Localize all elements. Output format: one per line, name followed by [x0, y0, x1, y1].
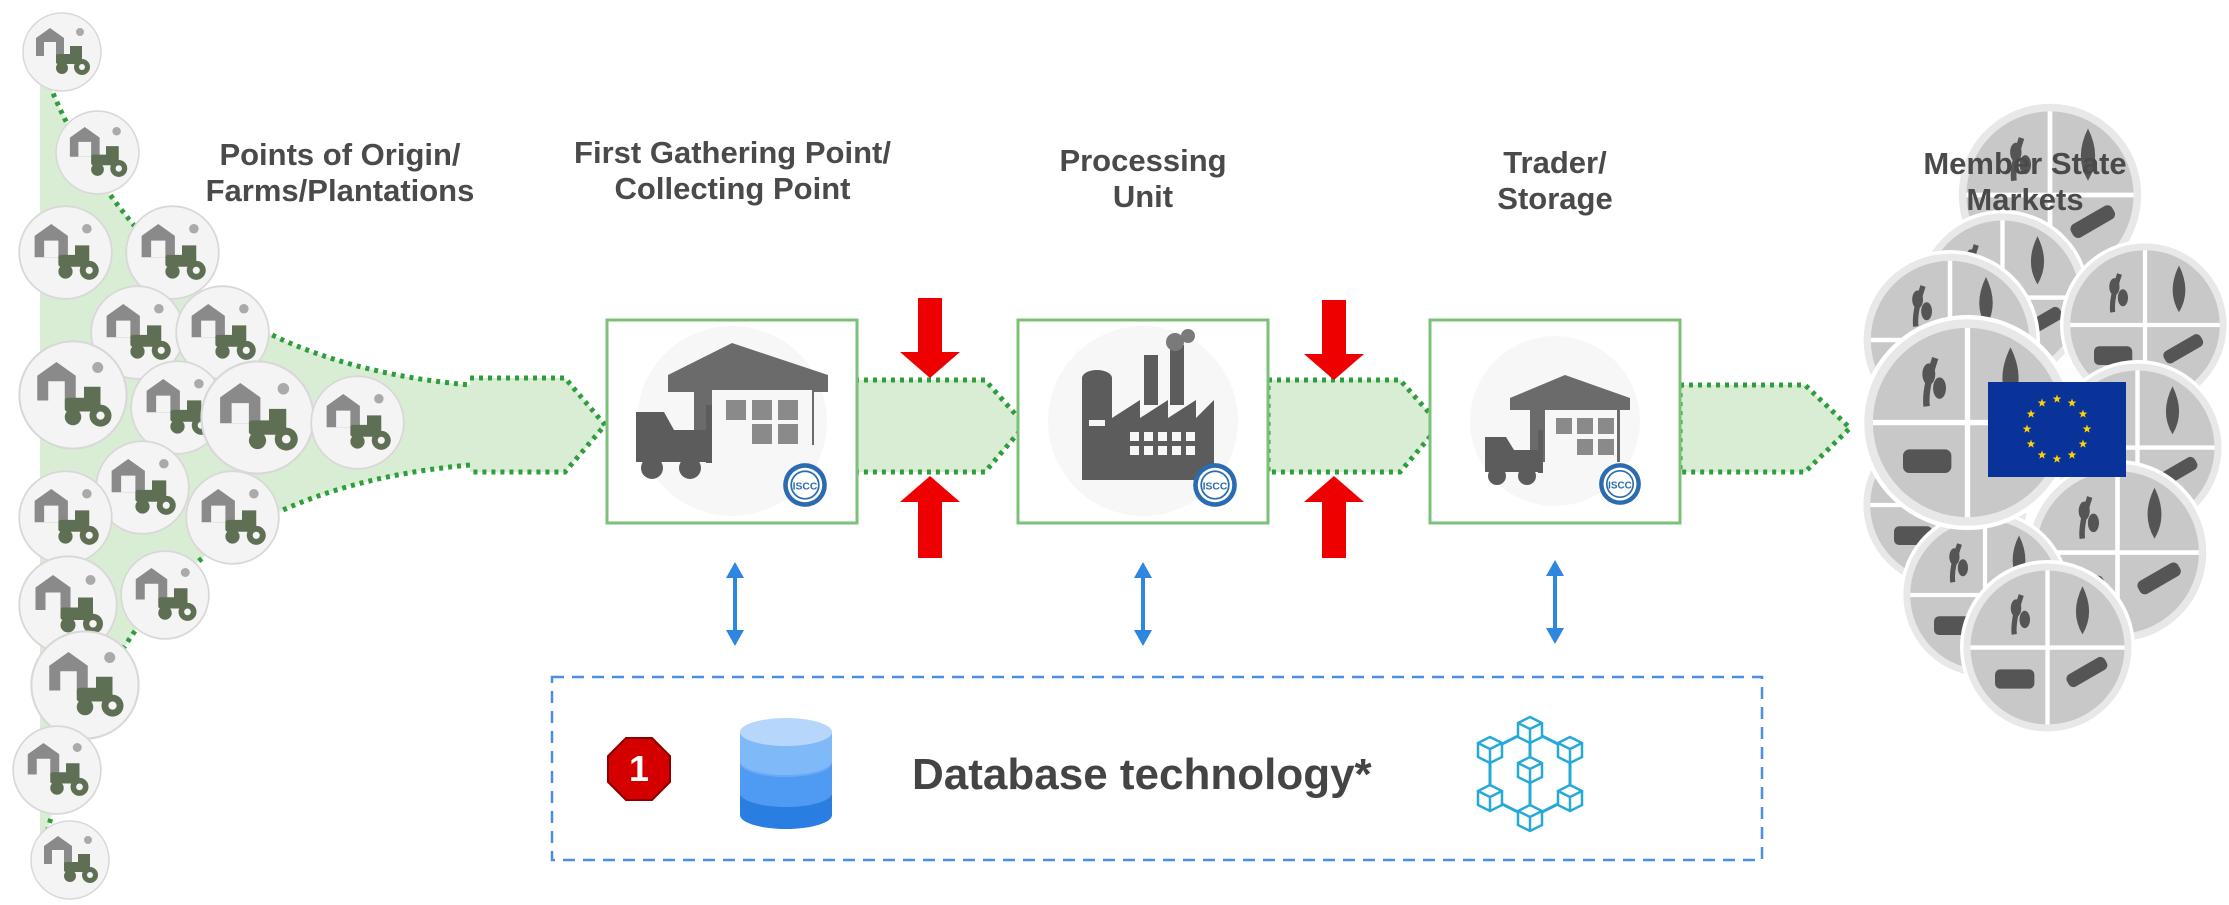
farm-tractor-icon — [200, 360, 315, 475]
database-technology-label: Database technology* — [912, 750, 1372, 799]
eu-star-icon — [2052, 454, 2062, 463]
farm-tractor-icon — [18, 470, 113, 565]
farm-tractor-icon — [55, 110, 140, 195]
flow-arrow-3 — [1265, 377, 1444, 475]
storage-forklift-icon — [1485, 375, 1630, 485]
warehouse-forklift-icon — [636, 343, 828, 479]
stage-box-gathering — [605, 318, 859, 525]
iscc-seal-icon — [1192, 462, 1238, 508]
eu-star-icon — [2037, 450, 2047, 459]
iscc-seal-icon — [782, 462, 828, 508]
stage-label-trader: Trader/ Storage — [1455, 145, 1655, 217]
red-up-arrow-icon — [900, 476, 960, 558]
eu-star-icon — [2067, 450, 2077, 459]
eu-star-icon — [2078, 409, 2088, 418]
commodity-plate-icon — [1962, 562, 2134, 734]
stage-label-processing-line2: Unit — [1112, 179, 1174, 214]
stage-label-markets: Member State Markets — [1900, 146, 2150, 218]
eu-star-icon — [2026, 409, 2036, 418]
stage-label-processing-line1: Processing — [1059, 143, 1227, 178]
flow-arrow-2 — [852, 377, 1029, 475]
eu-star-icon — [2067, 398, 2077, 407]
farm-tractor-icon — [185, 470, 280, 565]
farm-tractor-icon — [12, 725, 102, 815]
database-panel — [550, 675, 1764, 862]
stage-label-origin: Points of Origin/ Farms/Plantations — [200, 137, 480, 209]
stage-label-gathering: First Gathering Point/ Collecting Point — [560, 135, 905, 207]
red-down-arrow-icon — [1304, 300, 1364, 380]
eu-star-icon — [2082, 424, 2092, 433]
stage-label-processing: Processing Unit — [1043, 143, 1243, 215]
warning-badge-icon — [607, 737, 671, 801]
blockchain-network-icon — [1476, 715, 1584, 833]
farm-tractor-icon — [18, 205, 113, 300]
stage-box-trader — [1428, 318, 1682, 525]
farm-tractor-icon — [310, 375, 405, 470]
farm-tractor-icon — [30, 630, 140, 740]
stage-label-gathering-line1: First Gathering Point/ — [574, 135, 891, 170]
pressure-arrows — [900, 298, 1364, 558]
eu-star-icon — [2026, 439, 2036, 448]
database-links — [726, 560, 1564, 646]
farm-tractor-icon — [125, 205, 220, 300]
factory-icon — [1082, 329, 1214, 480]
eu-star-icon — [2022, 424, 2032, 433]
farm-tractor-icon — [22, 12, 102, 92]
red-up-arrow-icon — [1304, 476, 1364, 558]
farm-tractor-icon — [120, 550, 210, 640]
stage-label-trader-line1: Trader/ — [1503, 145, 1607, 180]
warning-badge-number: 1 — [628, 748, 650, 789]
stage-label-trader-line2: Storage — [1497, 181, 1613, 216]
red-down-arrow-icon — [900, 298, 960, 378]
flow-arrow-1 — [470, 375, 609, 475]
stage-label-origin-line2: Farms/Plantations — [205, 173, 475, 208]
database-cylinder-icon — [740, 718, 832, 829]
flow-arrows — [470, 375, 1854, 475]
stage-label-markets-line2: Markets — [1966, 182, 2084, 217]
stage-label-origin-line1: Points of Origin/ — [219, 137, 461, 172]
eu-star-icon — [2037, 398, 2047, 407]
farm-tractor-icon — [18, 340, 128, 450]
farm-tractor-icon — [30, 820, 110, 900]
stage-box-processing — [1016, 318, 1270, 525]
flow-arrow-4 — [1677, 382, 1854, 475]
stage-label-markets-line1: Member State — [1923, 146, 2127, 181]
iscc-seal-icon — [1598, 462, 1642, 506]
eu-flag-icon — [1988, 382, 2126, 477]
eu-star-icon — [2078, 439, 2088, 448]
eu-star-icon — [2052, 394, 2062, 403]
stage-label-gathering-line2: Collecting Point — [614, 171, 851, 206]
